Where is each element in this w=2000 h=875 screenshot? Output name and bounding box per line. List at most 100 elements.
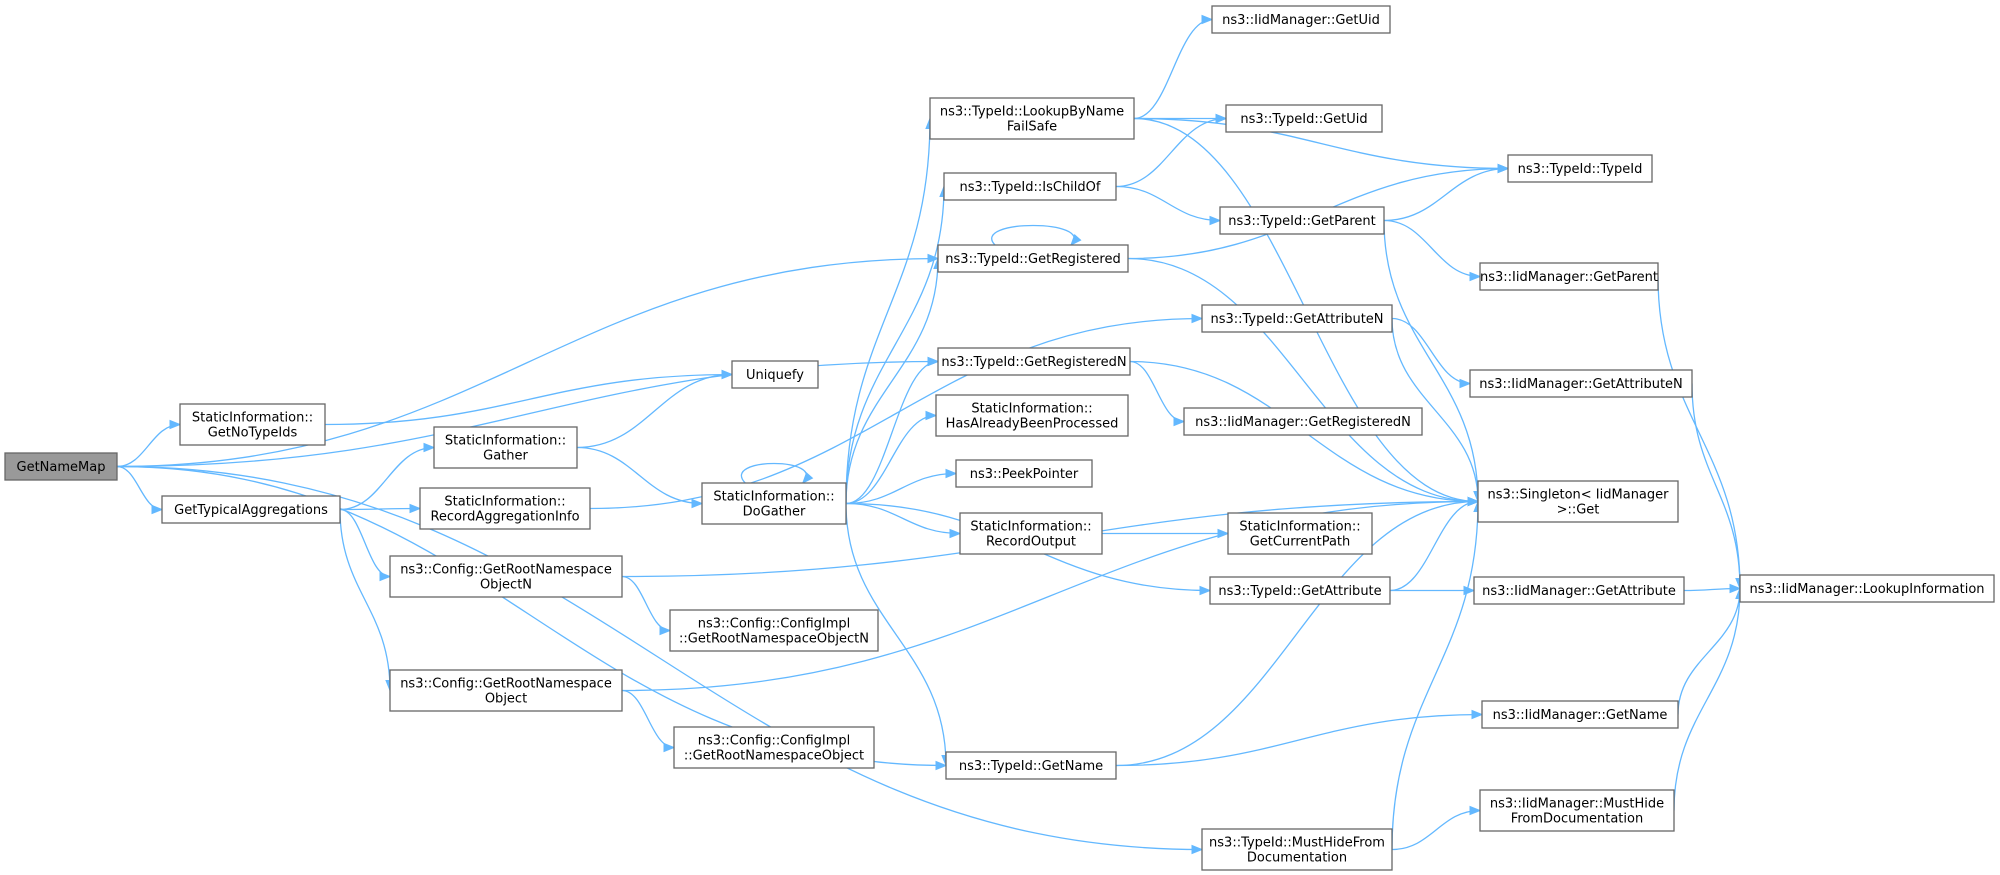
node-iid-get-name[interactable]: ns3::IidManager::GetName [1481, 700, 1679, 729]
node-iid-get-attribute[interactable]: ns3::IidManager::GetAttribute [1473, 576, 1685, 605]
node-iid-get-registered-n[interactable]: ns3::IidManager::GetRegisteredN [1183, 407, 1423, 436]
edge-line [845, 360, 939, 505]
arrowhead-icon [927, 253, 940, 264]
arrowhead-icon [1173, 416, 1186, 427]
edge-type-id-get-parent-to-singleton-get [1383, 220, 1483, 503]
node-box [1507, 154, 1653, 183]
edge-get-typical-aggregations-to-get-root-namespace-object [339, 509, 395, 692]
edge-line [116, 465, 1203, 851]
edge-line [621, 689, 675, 749]
node-iid-get-attribute-n[interactable]: ns3::IidManager::GetAttributeN [1469, 369, 1693, 398]
arrowhead-icon [1215, 113, 1228, 124]
node-label: ns3::TypeId::GetRegistered [945, 252, 1120, 267]
edge-get-name-map-to-get-no-type-ids [116, 419, 182, 468]
node-box [1477, 480, 1679, 523]
edge-line [1391, 318, 1479, 502]
arrowhead-icon [1497, 163, 1510, 174]
node-iid-get-parent[interactable]: ns3::IidManager::GetParent [1479, 262, 1659, 291]
node-is-child-of[interactable]: ns3::TypeId::IsChildOf [943, 172, 1117, 201]
node-box [1225, 104, 1383, 133]
node-label: ns3::TypeId::GetAttributeN [1210, 312, 1383, 327]
node-get-root-namespace-object-n[interactable]: ns3::Config::GetRootNamespaceObjectN [389, 555, 623, 598]
node-lookup-information[interactable]: ns3::IidManager::LookupInformation [1739, 574, 1995, 603]
arrowhead-icon [423, 442, 436, 453]
edge-do-gather-to-has-already-been-processed [845, 410, 938, 505]
node-label: ns3::PeekPointer [970, 467, 1079, 482]
node-box [929, 97, 1135, 140]
edge-lookup-by-name-fail-safe-to-iid-get-uid [1133, 14, 1214, 120]
arrowhead-icon [925, 410, 938, 421]
node-has-already-been-processed[interactable]: StaticInformation::HasAlreadyBeenProcess… [935, 394, 1129, 437]
arrowhead-icon [1209, 215, 1222, 226]
node-box [1469, 369, 1693, 398]
arrowhead-icon [949, 528, 962, 539]
node-get-no-type-ids[interactable]: StaticInformation::GetNoTypeIds [179, 403, 326, 446]
node-get-typical-aggregations[interactable]: GetTypicalAggregations [161, 495, 341, 524]
node-box [389, 555, 623, 598]
node-box [1739, 574, 1995, 603]
node-label: ns3::IidManager::GetAttribute [1482, 584, 1676, 599]
node-type-id-type-id[interactable]: ns3::TypeId::TypeId [1507, 154, 1653, 183]
node-label: RecordAggregationInfo [430, 510, 579, 525]
node-label: ns3::IidManager::MustHide [1490, 797, 1664, 812]
node-gather[interactable]: StaticInformation::Gather [433, 426, 578, 469]
node-type-id-get-name[interactable]: ns3::TypeId::GetName [945, 751, 1117, 780]
node-label: ns3::IidManager::LookupInformation [1749, 582, 1984, 597]
node-label: ns3::IidManager::GetUid [1222, 13, 1380, 28]
arrowhead-icon [663, 742, 676, 753]
node-label: ns3::Config::ConfigImpl [698, 617, 851, 632]
node-singleton-get[interactable]: ns3::Singleton< IidManager >::Get [1477, 480, 1679, 523]
node-box [1473, 576, 1685, 605]
node-impl-get-root-namespace-object-n[interactable]: ns3::Config::ConfigImpl::GetRootNamespac… [669, 609, 879, 652]
edge-type-id-get-parent-to-type-id-type-id [1383, 163, 1510, 222]
node-label: ns3::Config::GetRootNamespace [400, 563, 612, 578]
node-label: StaticInformation:: [713, 490, 834, 505]
node-label: GetNameMap [17, 460, 106, 475]
node-label: StaticInformation:: [445, 434, 566, 449]
node-label: ::GetRootNamespaceObject [684, 749, 864, 764]
edge-line [1389, 500, 1479, 592]
arrowhead-icon [1469, 271, 1482, 282]
arrowhead-icon [691, 498, 704, 509]
node-type-id-get-attribute-n[interactable]: ns3::TypeId::GetAttributeN [1201, 304, 1393, 333]
node-label: FailSafe [1007, 120, 1057, 135]
node-box [935, 394, 1129, 437]
node-peek-pointer[interactable]: ns3::PeekPointer [955, 459, 1093, 488]
edge-gather-to-do-gather [576, 446, 704, 509]
edge-line [1673, 588, 1741, 811]
edge-line [1115, 185, 1221, 222]
arrowhead-icon [1199, 585, 1212, 596]
node-iid-get-uid[interactable]: ns3::IidManager::GetUid [1211, 5, 1391, 34]
node-type-id-get-parent[interactable]: ns3::TypeId::GetParent [1219, 206, 1385, 235]
node-type-id-get-attribute[interactable]: ns3::TypeId::GetAttribute [1209, 576, 1391, 605]
node-get-current-path[interactable]: StaticInformation::GetCurrentPath [1227, 512, 1373, 555]
edges-layer [116, 14, 1745, 855]
node-box [1183, 407, 1423, 436]
node-label: HasAlreadyBeenProcessed [946, 417, 1119, 432]
node-label: RecordOutput [986, 535, 1076, 550]
edge-do-gather-to-get-registered-n [845, 356, 940, 505]
edge-line [845, 258, 939, 504]
node-label: StaticInformation:: [192, 411, 313, 426]
node-record-output[interactable]: StaticInformation::RecordOutput [959, 512, 1103, 555]
node-type-id-get-uid[interactable]: ns3::TypeId::GetUid [1225, 104, 1383, 133]
edge-line [576, 373, 733, 449]
node-get-root-namespace-object[interactable]: ns3::Config::GetRootNamespaceObject [389, 669, 623, 712]
node-get-registered-n[interactable]: ns3::TypeId::GetRegisteredN [937, 347, 1131, 376]
node-impl-get-root-namespace-object[interactable]: ns3::Config::ConfigImpl::GetRootNamespac… [673, 726, 875, 769]
node-label: Object [485, 692, 527, 707]
node-box [1479, 262, 1659, 291]
node-label: ns3::TypeId::MustHideFrom [1209, 836, 1385, 851]
node-record-aggregation-info[interactable]: StaticInformation::RecordAggregationInfo [419, 487, 591, 530]
node-get-registered[interactable]: ns3::TypeId::GetRegistered [937, 244, 1129, 273]
arrowhead-icon [1459, 378, 1472, 389]
node-box [4, 452, 118, 481]
node-box [701, 482, 847, 525]
node-iid-must-hide[interactable]: ns3::IidManager::MustHideFromDocumentati… [1479, 789, 1675, 832]
node-do-gather[interactable]: StaticInformation::DoGather [701, 482, 847, 525]
node-box [1211, 5, 1391, 34]
node-uniquefy[interactable]: Uniquefy [731, 360, 819, 389]
node-label: ns3::Config::ConfigImpl [698, 734, 851, 749]
